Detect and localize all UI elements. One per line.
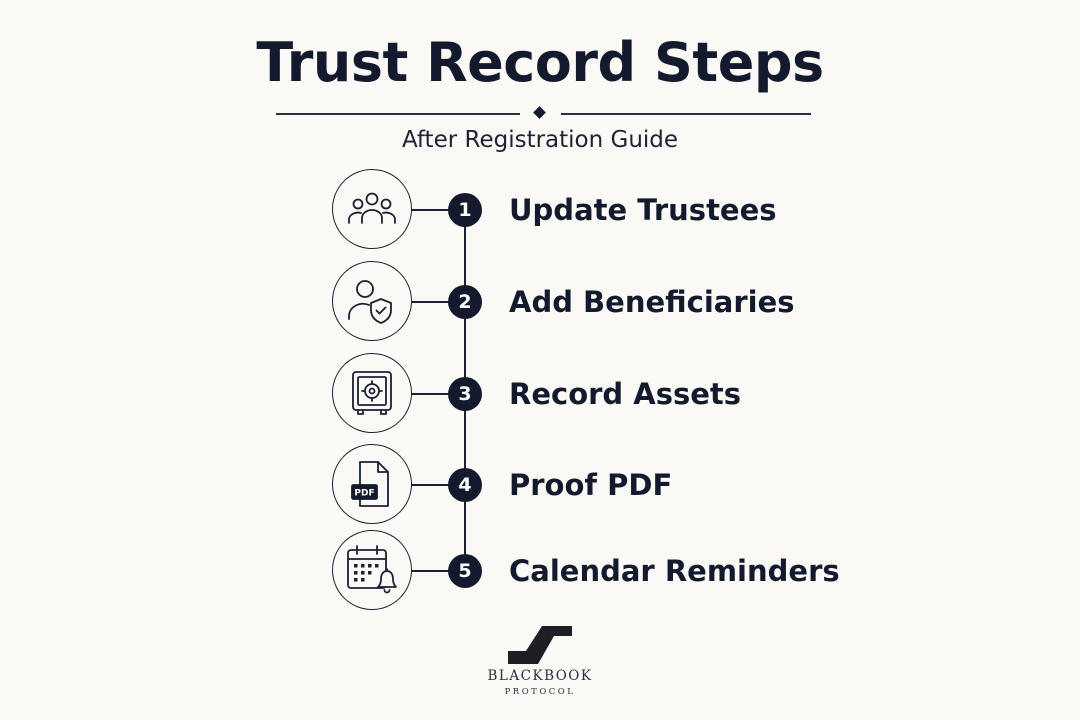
step-connector (411, 393, 449, 395)
user-shield-icon (332, 261, 412, 341)
step-label: Record Assets (509, 377, 742, 411)
step-number: 2 (448, 285, 482, 319)
step-connector (411, 209, 449, 211)
brand-name: BLACKBOOK (487, 668, 593, 684)
step-label: Add Beneficiaries (509, 285, 795, 319)
title-divider-left (276, 113, 520, 115)
title-divider-right (561, 113, 811, 115)
step-number: 1 (448, 193, 482, 227)
page-subtitle: After Registration Guide (401, 127, 679, 153)
step-label: Calendar Reminders (509, 554, 840, 588)
step-number: 3 (448, 377, 482, 411)
page-title: Trust Record Steps (256, 31, 824, 94)
step-number: 5 (448, 554, 482, 588)
stair-step-logo (508, 626, 572, 664)
step-number: 4 (448, 468, 482, 502)
step-connector (411, 301, 449, 303)
pdf-file-icon: PDF (332, 444, 412, 524)
step-label: Proof PDF (509, 468, 673, 502)
safe-icon (332, 353, 412, 433)
people-group-icon (332, 169, 412, 249)
calendar-bell-icon (332, 530, 412, 610)
step-connector (411, 484, 449, 486)
pdf-icon-text: PDF (354, 489, 374, 499)
divider-diamond-icon (533, 106, 546, 119)
step-label: Update Trustees (509, 193, 777, 227)
brand-tagline: PROTOCOL (504, 687, 576, 697)
step-connector (411, 570, 449, 572)
